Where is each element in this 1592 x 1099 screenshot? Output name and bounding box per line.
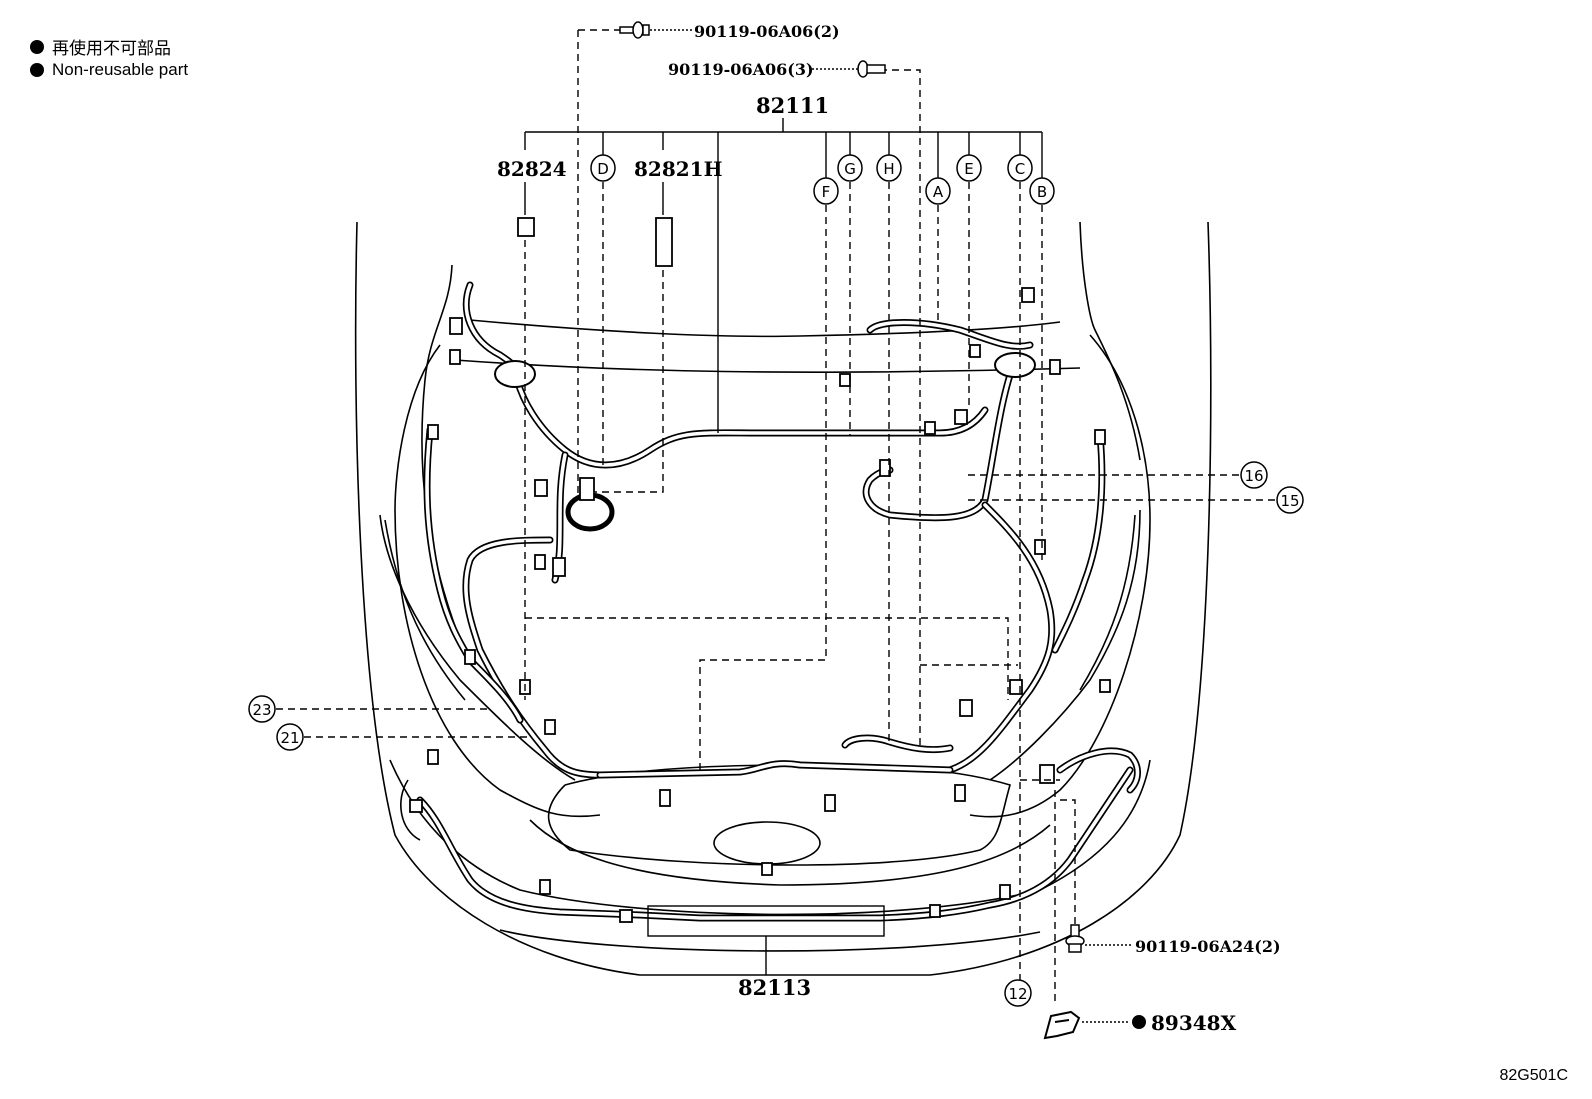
callout-21: 21: [276, 723, 304, 751]
part-82824-label: 82824: [497, 157, 567, 181]
svg-text:23: 23: [252, 701, 271, 719]
svg-text:15: 15: [1280, 492, 1299, 510]
part-82113-label: 82113: [738, 975, 811, 1000]
ref-letter-H: H: [876, 154, 902, 182]
part-82111-label: 82111: [756, 93, 829, 118]
bolt-top-3-label: 90119-06A06(3): [668, 60, 814, 79]
clip-89348x-label: 89348X: [1151, 1011, 1237, 1035]
vehicle-body-outline: [354, 221, 1212, 976]
bolt-right-label: 90119-06A24(2): [1135, 937, 1281, 956]
nonreusable-dot-icon: [1132, 1015, 1146, 1029]
svg-text:A: A: [933, 183, 944, 201]
ref-letter-D: D: [590, 154, 616, 182]
ref-letter-B: B: [1029, 177, 1055, 205]
ref-letter-F: F: [813, 177, 839, 205]
callout-23: 23: [248, 695, 276, 723]
legend-text-en: Non-reusable part: [52, 60, 189, 79]
dashed-reference-lines: [276, 29, 1275, 1005]
callout-16: 16: [1240, 461, 1268, 489]
part-82821h-label: 82821H: [634, 157, 722, 181]
svg-text:21: 21: [280, 729, 299, 747]
svg-text:D: D: [597, 160, 609, 178]
svg-text:12: 12: [1008, 985, 1027, 1003]
clip-bracket-icon: [1043, 1010, 1081, 1040]
ref-letter-E: E: [956, 154, 982, 182]
leader-lines: [524, 118, 1043, 433]
legend-text-ja: 再使用不可部品: [52, 39, 171, 58]
bolt-icon: [857, 60, 886, 78]
svg-text:C: C: [1015, 160, 1025, 178]
svg-text:16: 16: [1244, 467, 1263, 485]
legend-nonreusable-en: Non-reusable part: [30, 60, 188, 80]
bolt-top-2-label: 90119-06A06(2): [694, 22, 840, 41]
grommet-left: [494, 360, 536, 388]
connector-blocks: [409, 217, 1111, 923]
nonreusable-dot-icon: [30, 39, 44, 54]
nonreusable-dot-icon: [30, 63, 44, 77]
svg-text:E: E: [964, 160, 973, 178]
ref-letter-C: C: [1007, 154, 1033, 182]
ref-letter-G: G: [837, 154, 863, 182]
callout-15: 15: [1276, 486, 1304, 514]
svg-text:H: H: [883, 160, 894, 178]
bolt-icon: [1065, 924, 1085, 953]
legend-nonreusable-ja: 再使用不可部品: [30, 34, 171, 59]
bracket-82113: [647, 905, 885, 975]
harness-82113: [416, 747, 1141, 922]
ref-letter-A: A: [925, 177, 951, 205]
callout-12: 12: [1004, 979, 1032, 1007]
bolt-icon: [619, 21, 650, 39]
svg-text:G: G: [844, 160, 856, 178]
svg-text:F: F: [822, 183, 831, 201]
grommet-right: [994, 352, 1036, 378]
svg-text:B: B: [1037, 183, 1047, 201]
figure-code: 82G501C: [1499, 1067, 1569, 1084]
